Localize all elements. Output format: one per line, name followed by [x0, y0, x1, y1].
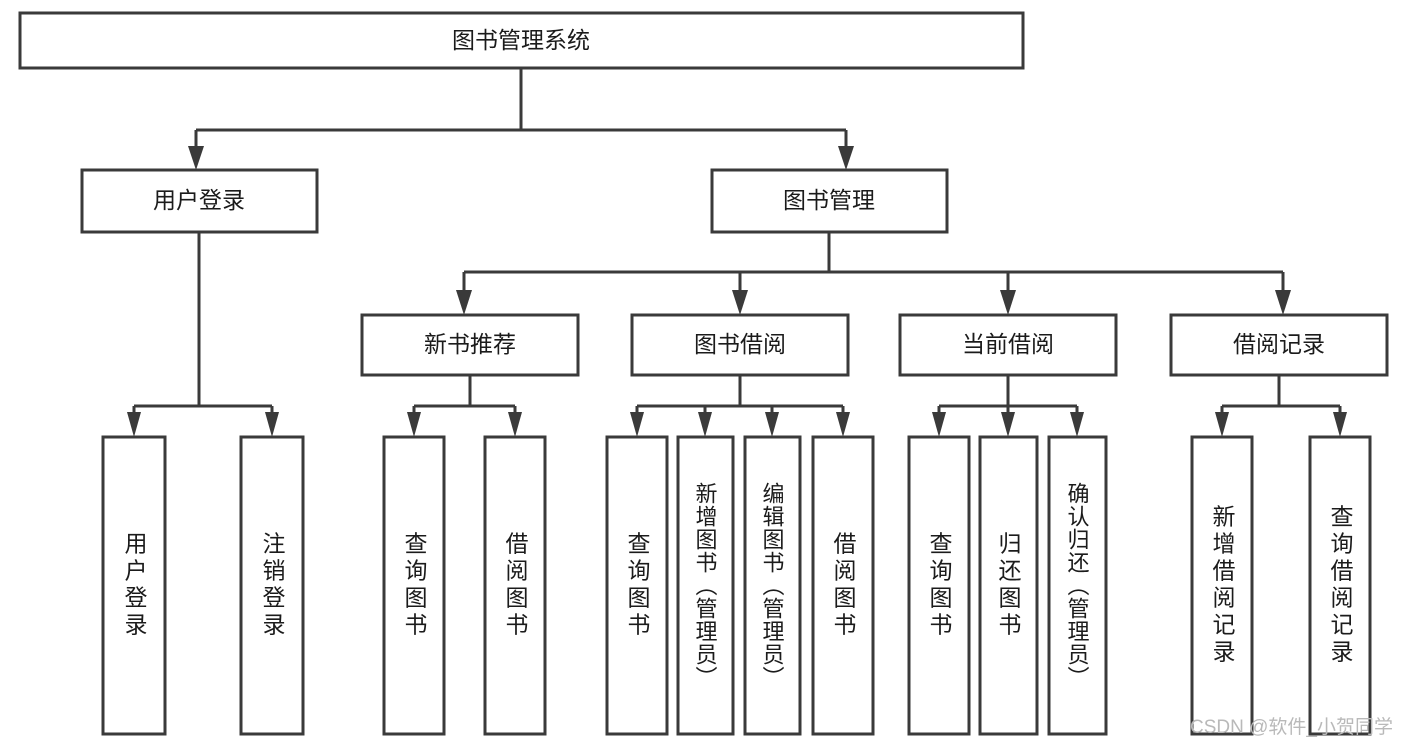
leaf-query-book-current-box[interactable] — [907, 435, 971, 736]
leaf-user-login[interactable]: 用户登录 — [101, 435, 167, 736]
node-book-manage[interactable]: 图书管理 — [710, 168, 949, 234]
leaf-add-book-admin-label: 新增图书（管理员） — [693, 482, 718, 689]
arrow-head-icon — [1000, 290, 1016, 315]
leaf-borrow-book-box[interactable] — [811, 435, 875, 736]
arrow-head-icon — [765, 412, 779, 437]
leaf-borrow-book-rec-box[interactable] — [483, 435, 547, 736]
leaf-borrow-book-rec-label: 借阅图书 — [502, 532, 529, 640]
arrow-head-icon — [836, 412, 850, 437]
leaf-query-book-rec[interactable]: 查询图书 — [382, 435, 446, 736]
leaf-user-login-box[interactable] — [101, 435, 167, 736]
leaf-borrow-book-label: 借阅图书 — [830, 532, 857, 640]
leaf-confirm-return-admin-label: 确认归还（管理员） — [1065, 482, 1090, 689]
node-user-login-box[interactable] — [80, 168, 319, 234]
leaf-query-book-borrow[interactable]: 查询图书 — [605, 435, 669, 736]
node-borrow-record-box[interactable] — [1169, 313, 1389, 377]
arrow-head-icon — [1001, 412, 1015, 437]
arrow-head-icon — [838, 146, 854, 170]
leaf-add-borrow-record-label: 新增借阅记录 — [1209, 505, 1236, 667]
node-current-borrow-label: 当前借阅 — [962, 331, 1054, 357]
connector-borrow-record-to-leaves — [1215, 375, 1347, 437]
arrow-head-icon — [508, 412, 522, 437]
leaf-edit-book-admin[interactable]: 编辑图书（管理员） — [743, 435, 802, 736]
leaf-return-book-box[interactable] — [978, 435, 1039, 736]
node-user-login-label: 用户登录 — [153, 187, 245, 213]
node-new-book-recommend[interactable]: 新书推荐 — [360, 313, 580, 377]
arrow-head-icon — [407, 412, 421, 437]
leaf-add-borrow-record-box[interactable] — [1190, 435, 1254, 736]
leaf-borrow-book-rec[interactable]: 借阅图书 — [483, 435, 547, 736]
arrow-head-icon — [630, 412, 644, 437]
leaf-query-borrow-record[interactable]: 查询借阅记录 — [1308, 435, 1372, 736]
leaf-return-book-label: 归还图书 — [995, 532, 1022, 640]
leaf-query-borrow-record-box[interactable] — [1308, 435, 1372, 736]
leaf-query-book-current[interactable]: 查询图书 — [907, 435, 971, 736]
node-book-borrow-box[interactable] — [630, 313, 850, 377]
node-root[interactable]: 图书管理系统 — [18, 11, 1025, 70]
arrow-head-icon — [1333, 412, 1347, 437]
leaf-confirm-return-admin[interactable]: 确认归还（管理员） — [1047, 435, 1108, 736]
arrow-head-icon — [932, 412, 946, 437]
leaf-query-borrow-record-label: 查询借阅记录 — [1327, 505, 1354, 667]
leaf-query-book-borrow-label: 查询图书 — [624, 532, 651, 640]
connector-book-manage-to-level3 — [456, 232, 1291, 315]
node-new-book-recommend-box[interactable] — [360, 313, 580, 377]
node-book-manage-label: 图书管理 — [783, 187, 875, 213]
node-book-manage-box[interactable] — [710, 168, 949, 234]
node-borrow-record-label: 借阅记录 — [1233, 331, 1325, 357]
connector-book-borrow-to-leaves — [630, 375, 850, 437]
leaf-add-book-admin-box[interactable] — [676, 435, 735, 736]
leaf-query-book-rec-label: 查询图书 — [401, 532, 428, 640]
arrow-head-icon — [1215, 412, 1229, 437]
node-borrow-record[interactable]: 借阅记录 — [1169, 313, 1389, 377]
leaf-add-borrow-record[interactable]: 新增借阅记录 — [1190, 435, 1254, 736]
arrow-head-icon — [127, 412, 141, 437]
leaf-edit-book-admin-box[interactable] — [743, 435, 802, 736]
connector-new-book-recommend-to-leaves — [407, 375, 522, 437]
leaf-query-book-current-label: 查询图书 — [926, 532, 953, 640]
connector-root-to-level2 — [188, 68, 854, 170]
node-user-login[interactable]: 用户登录 — [80, 168, 319, 234]
leaf-user-logout-label: 注销登录 — [259, 532, 286, 640]
node-current-borrow-box[interactable] — [898, 313, 1118, 377]
arrow-head-icon — [1070, 412, 1084, 437]
node-root-label: 图书管理系统 — [452, 27, 590, 53]
node-new-book-recommend-label: 新书推荐 — [424, 331, 516, 357]
leaf-user-login-label: 用户登录 — [121, 532, 148, 640]
leaf-borrow-book[interactable]: 借阅图书 — [811, 435, 875, 736]
arrow-head-icon — [456, 290, 472, 315]
arrow-head-icon — [1275, 290, 1291, 315]
leaf-user-logout[interactable]: 注销登录 — [239, 435, 305, 736]
leaf-edit-book-admin-label: 编辑图书（管理员） — [760, 482, 785, 689]
arrow-head-icon — [265, 412, 279, 437]
leaf-query-book-rec-box[interactable] — [382, 435, 446, 736]
node-book-borrow[interactable]: 图书借阅 — [630, 313, 850, 377]
arrow-head-icon — [732, 290, 748, 315]
leaf-add-book-admin[interactable]: 新增图书（管理员） — [676, 435, 735, 736]
node-book-borrow-label: 图书借阅 — [694, 331, 786, 357]
leaf-query-book-borrow-box[interactable] — [605, 435, 669, 736]
leaf-return-book[interactable]: 归还图书 — [978, 435, 1039, 736]
connector-current-borrow-to-leaves — [932, 375, 1084, 437]
node-current-borrow[interactable]: 当前借阅 — [898, 313, 1118, 377]
leaf-user-logout-box[interactable] — [239, 435, 305, 736]
leaf-confirm-return-admin-box[interactable] — [1047, 435, 1108, 736]
arrow-head-icon — [188, 146, 204, 170]
connector-user-login-to-leaves — [127, 232, 279, 437]
node-root-box[interactable] — [18, 11, 1025, 70]
arrow-head-icon — [698, 412, 712, 437]
